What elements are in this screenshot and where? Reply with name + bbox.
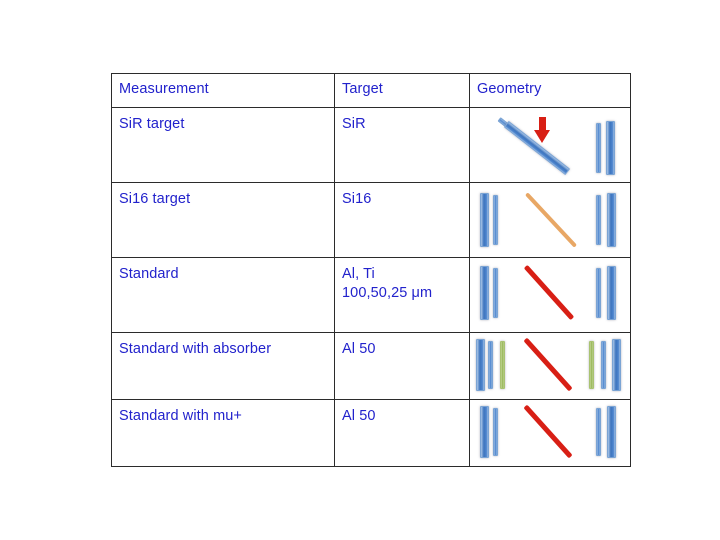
target-label: SiR — [342, 116, 366, 132]
diagonal-target-orange — [524, 192, 578, 248]
target-label: Al 50 — [342, 341, 376, 357]
absorber-bar-right — [589, 341, 594, 389]
header-cell-measurement: Measurement — [111, 73, 335, 108]
measurement-label: Standard with absorber — [119, 341, 272, 357]
standard-with-mu-plus-geometry — [470, 400, 630, 466]
header-label-target: Target — [342, 81, 383, 97]
diagonal-target-red — [523, 404, 573, 459]
header-cell-target: Target — [334, 73, 470, 108]
cell-measurement: Standard — [111, 257, 335, 333]
detector-bar-thick-right — [606, 121, 615, 175]
detector-bar-thick-left — [480, 193, 489, 247]
detector-bar-thin-right — [601, 341, 606, 389]
cell-target: Al 50 — [334, 399, 470, 467]
target-label: Si16 — [342, 191, 372, 207]
measurement-target-geometry-table: Measurement Target Geometry SiR target S… — [111, 73, 631, 467]
measurement-label: SiR target — [119, 116, 185, 132]
cell-geometry — [469, 257, 631, 333]
detector-bar-thin-right — [596, 408, 601, 456]
detector-bar-thin-right — [596, 195, 601, 245]
detector-bar-thin-right — [596, 123, 601, 173]
target-label: Al, Ti 100,50,25 μm — [342, 266, 433, 301]
sir-target-geometry — [470, 108, 630, 182]
cell-target: Al, Ti 100,50,25 μm — [334, 257, 470, 333]
cell-geometry — [469, 399, 631, 467]
measurement-label: Standard — [119, 266, 179, 282]
detector-bar-thick-right — [607, 406, 616, 458]
detector-bar-thick-left — [480, 406, 489, 458]
detector-bar-thin-left — [493, 195, 498, 245]
cell-measurement: SiR target — [111, 107, 335, 183]
target-label: Al 50 — [342, 408, 376, 424]
detector-bar-thin-left — [493, 408, 498, 456]
absorber-bar-left — [500, 341, 505, 389]
detector-bar-thin-left — [493, 268, 498, 318]
table-row: Standard with absorber Al 50 — [111, 332, 631, 400]
cell-geometry — [469, 332, 631, 400]
beam-arrow-down-icon — [534, 117, 550, 143]
detector-bar-thick-right — [607, 193, 616, 247]
table-row: Standard Al, Ti 100,50,25 μm — [111, 257, 631, 333]
standard-with-absorber-geometry — [470, 333, 630, 399]
cell-geometry — [469, 107, 631, 183]
cell-target: Si16 — [334, 182, 470, 258]
header-cell-geometry: Geometry — [469, 73, 631, 108]
detector-bar-thin-left — [488, 341, 493, 389]
measurement-label: Si16 target — [119, 191, 191, 207]
detector-bar-thick-right — [612, 339, 621, 391]
detector-bar-thick-right — [607, 266, 616, 320]
header-label-geometry: Geometry — [477, 81, 542, 97]
cell-geometry — [469, 182, 631, 258]
table-header-row: Measurement Target Geometry — [111, 73, 631, 108]
cell-measurement: Standard with absorber — [111, 332, 335, 400]
standard-geometry — [470, 258, 630, 332]
cell-measurement: Si16 target — [111, 182, 335, 258]
cell-measurement: Standard with mu+ — [111, 399, 335, 467]
table-row: Standard with mu+ Al 50 — [111, 399, 631, 467]
detector-bar-thick-left — [476, 339, 485, 391]
measurement-label: Standard with mu+ — [119, 408, 243, 424]
header-label-measurement: Measurement — [119, 81, 209, 97]
detector-bar-thin-right — [596, 268, 601, 318]
table-row: Si16 target Si16 — [111, 182, 631, 258]
diagonal-target-red — [523, 264, 575, 321]
table-row: SiR target SiR — [111, 107, 631, 183]
diagonal-target-red — [523, 337, 573, 392]
detector-bar-thick-left — [480, 266, 489, 320]
si16-target-geometry — [470, 183, 630, 257]
cell-target: Al 50 — [334, 332, 470, 400]
cell-target: SiR — [334, 107, 470, 183]
